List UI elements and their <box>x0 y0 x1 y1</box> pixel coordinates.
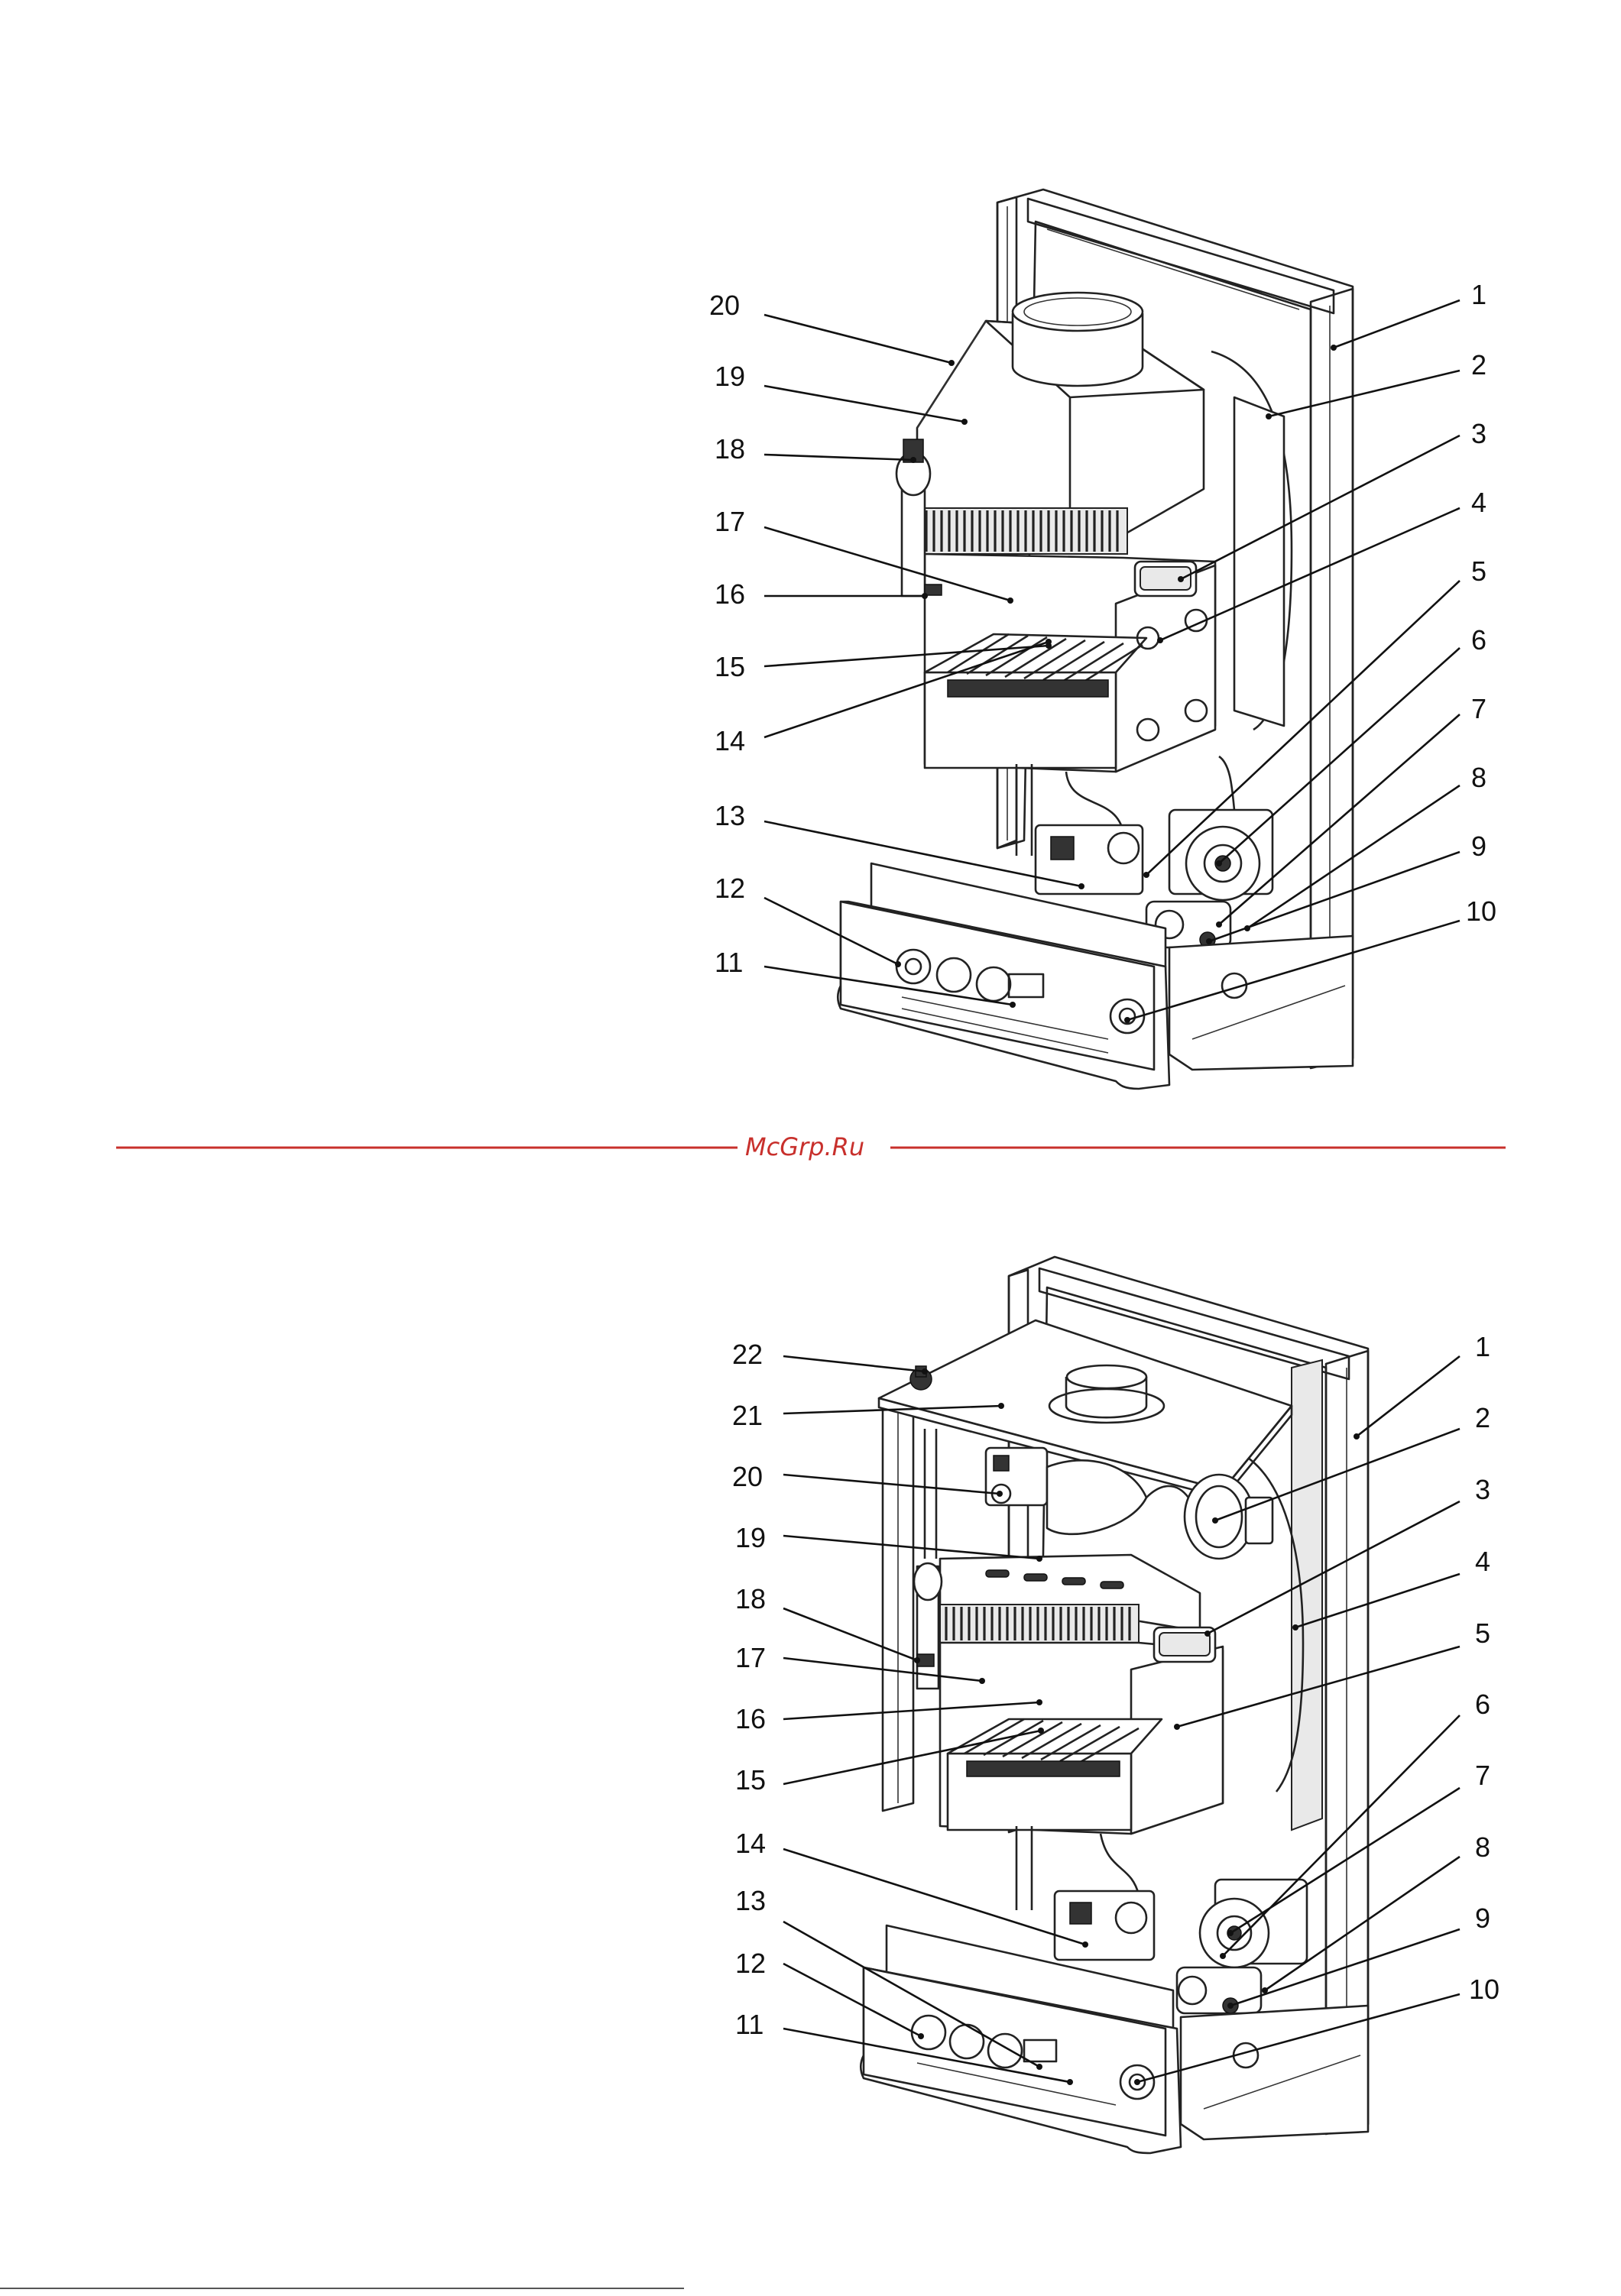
heat-exchanger-fins-bottom <box>945 1607 1131 1640</box>
callout-top-11: 11 <box>715 947 743 978</box>
callout-top-15: 15 <box>715 651 745 682</box>
callout-bottom-19: 19 <box>735 1522 766 1553</box>
callout-top-1: 1 <box>1471 279 1486 310</box>
fan-assembly-bottom <box>984 1446 1274 1560</box>
callout-bottom-16: 16 <box>735 1703 766 1734</box>
callout-top-2: 2 <box>1471 349 1486 381</box>
control-panel-top <box>836 862 1354 1090</box>
callout-top-9: 9 <box>1471 831 1486 862</box>
boiler-diagram-bottom: 1 2 3 4 5 6 7 8 9 10 11 12 13 14 15 16 1… <box>732 1255 1499 2155</box>
burner-ramps-top <box>947 633 1143 685</box>
callout-top-19: 19 <box>715 361 745 392</box>
callout-bottom-3: 3 <box>1475 1474 1490 1505</box>
callout-bottom-14: 14 <box>735 1828 766 1859</box>
callout-bottom-21: 21 <box>732 1400 763 1431</box>
watermark-text: McGrp.Ru <box>745 1132 864 1161</box>
callout-bottom-4: 4 <box>1475 1546 1490 1577</box>
callout-bottom-2: 2 <box>1475 1402 1490 1433</box>
callout-top-7: 7 <box>1471 693 1486 724</box>
callout-top-10: 10 <box>1466 895 1496 927</box>
callout-top-18: 18 <box>715 433 745 465</box>
leaders-bottom <box>783 1355 1461 2085</box>
callout-top-8: 8 <box>1471 762 1486 793</box>
callout-top-13: 13 <box>715 800 745 831</box>
burner-ramps-bottom <box>964 1718 1140 1764</box>
callout-bottom-20: 20 <box>732 1461 763 1492</box>
sealed-case-top <box>877 1319 1293 1501</box>
callout-top-16: 16 <box>715 578 745 610</box>
combustion-chamber-bottom <box>913 1429 1224 1835</box>
callout-bottom-18: 18 <box>735 1583 766 1614</box>
callout-numbers-bottom: 1 2 3 4 5 6 7 8 9 10 11 12 13 14 15 16 1… <box>732 1331 1499 2040</box>
callout-top-4: 4 <box>1471 487 1486 518</box>
callout-bottom-7: 7 <box>1475 1760 1490 1791</box>
boiler-diagram-top: 1 2 3 4 5 6 7 8 9 10 11 12 13 14 15 16 1… <box>709 188 1496 1090</box>
leaders-top <box>763 299 1461 1023</box>
callout-bottom-8: 8 <box>1475 1831 1490 1863</box>
combustion-chamber-top <box>895 439 1217 773</box>
callout-bottom-11: 11 <box>735 2009 763 2040</box>
callout-numbers-top: 1 2 3 4 5 6 7 8 9 10 11 12 13 14 15 16 1… <box>709 279 1496 978</box>
flue-hood-top <box>916 291 1205 555</box>
divider: McGrp.Ru <box>116 1131 1506 1161</box>
callout-top-12: 12 <box>715 873 745 904</box>
callout-bottom-17: 17 <box>735 1642 766 1673</box>
callout-bottom-10: 10 <box>1469 1974 1499 2005</box>
callout-bottom-22: 22 <box>732 1339 763 1370</box>
callout-top-20: 20 <box>709 290 740 321</box>
callout-top-3: 3 <box>1471 418 1486 449</box>
callout-bottom-9: 9 <box>1475 1903 1490 1934</box>
callout-bottom-5: 5 <box>1475 1618 1490 1649</box>
callout-bottom-15: 15 <box>735 1764 766 1796</box>
heat-exchanger-fins-top <box>925 510 1119 552</box>
callout-bottom-1: 1 <box>1475 1331 1490 1362</box>
callout-top-17: 17 <box>715 506 745 537</box>
callout-top-6: 6 <box>1471 624 1486 656</box>
callout-top-5: 5 <box>1471 555 1486 587</box>
callout-bottom-6: 6 <box>1475 1689 1490 1720</box>
callout-bottom-12: 12 <box>735 1948 766 1979</box>
callout-top-14: 14 <box>715 725 745 756</box>
callout-bottom-13: 13 <box>735 1885 766 1916</box>
